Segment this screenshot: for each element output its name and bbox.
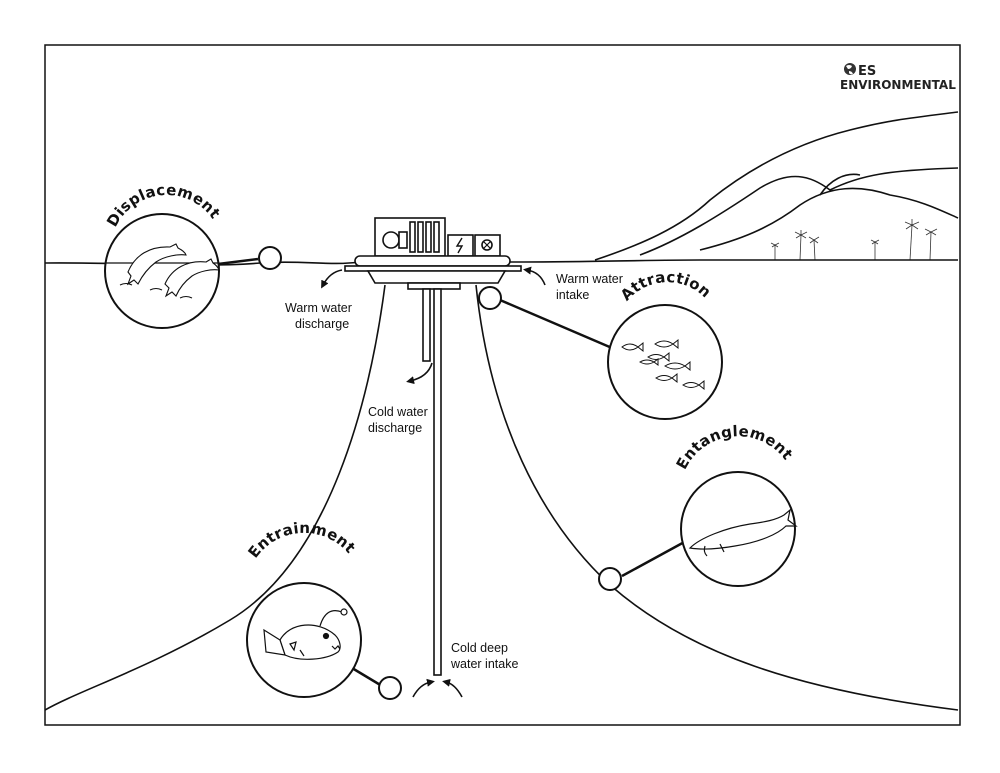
logo-line2: ENVIRONMENTAL: [840, 78, 956, 92]
callout-circle-displacement: [104, 213, 220, 329]
marker-attraction: [478, 286, 502, 310]
cold-intake-arrow-right: [442, 678, 463, 698]
svg-text:Warm water: Warm water: [556, 272, 623, 286]
label-warm-water-intake: Warm water intake: [556, 272, 623, 302]
dolphin-icon: [119, 243, 220, 299]
cold-water-discharge-pipe: [422, 288, 431, 362]
anglerfish-icon: [263, 608, 348, 660]
diagram-frame: [44, 44, 961, 726]
logo: ES ENVIRONMENTAL: [840, 63, 956, 92]
marker-entrainment: [378, 676, 402, 700]
lightning-icon: [455, 237, 464, 254]
cold-intake-arrow-left: [412, 678, 435, 698]
cold-discharge-arrow: [406, 362, 433, 385]
svg-text:intake: intake: [556, 288, 589, 302]
palm-trees: [770, 219, 938, 261]
warm-discharge-arrow: [321, 269, 343, 289]
flow-arrows: [321, 266, 546, 698]
marker-entanglement: [598, 567, 622, 591]
logo-line1: ES: [858, 64, 876, 79]
whale-icon: [688, 508, 798, 557]
label-warm-water-discharge: Warm water discharge: [285, 301, 352, 331]
island-mountains: [594, 111, 959, 261]
svg-text:water intake: water intake: [450, 657, 518, 671]
fish-school-icon: [621, 338, 705, 391]
label-cold-water-discharge: Cold water discharge: [368, 405, 428, 435]
cold-deep-water-intake-pipe: [433, 288, 442, 676]
marker-displacement: [258, 246, 282, 270]
warm-intake-arrow: [523, 266, 546, 286]
svg-text:discharge: discharge: [368, 421, 422, 435]
plume-curve-left: [44, 284, 386, 711]
svg-text:Cold deep: Cold deep: [451, 641, 508, 655]
callout-circle-attraction: [607, 304, 723, 420]
svg-text:discharge: discharge: [295, 317, 349, 331]
label-cold-deep-water-intake: Cold deep water intake: [450, 641, 518, 671]
otec-platform: [344, 217, 522, 290]
svg-text:Warm water: Warm water: [285, 301, 352, 315]
svg-text:Cold water: Cold water: [368, 405, 428, 419]
